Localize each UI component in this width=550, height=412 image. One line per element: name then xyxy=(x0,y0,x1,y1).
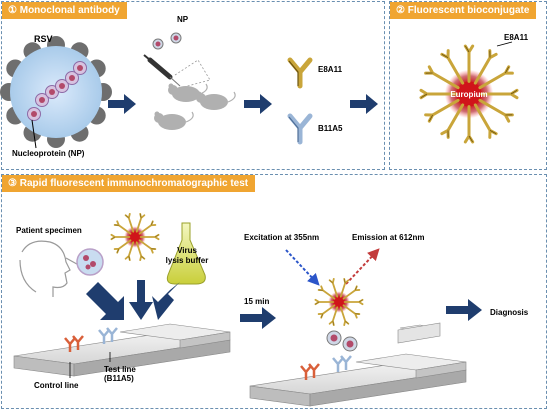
virus-lysis-buffer-flask xyxy=(166,222,206,285)
conjugate-antibody-label: E8A11 xyxy=(504,33,529,42)
np-particles xyxy=(152,32,182,50)
europium-label: Europium xyxy=(450,90,487,99)
patient-head-icon xyxy=(19,240,85,297)
panel-tag-fluorescent-bioconjugate: ② Fluorescent bioconjugate xyxy=(390,2,537,19)
syringe-icon xyxy=(143,54,211,89)
arrow-rsv-to-immunization xyxy=(108,94,136,114)
test-line-sublabel: (B11A5) xyxy=(104,374,134,383)
converging-arrows xyxy=(86,280,180,320)
europium-conjugate-small xyxy=(110,212,160,262)
patient-specimen-label: Patient specimen xyxy=(16,226,82,235)
bound-np-particles xyxy=(326,330,358,352)
arrow-to-diagnosis xyxy=(446,299,482,321)
test-line-antibody xyxy=(98,327,118,344)
arrow-15-min xyxy=(240,307,276,329)
antibody-b11a5-label: B11A5 xyxy=(318,124,343,133)
emission-label: Emission at 612nm xyxy=(352,233,424,242)
excitation-arrow xyxy=(285,249,320,286)
excitation-label: Excitation at 355nm xyxy=(244,233,319,242)
test-strip-before xyxy=(13,323,231,377)
arrow-mice-to-antibodies xyxy=(244,94,272,114)
panel-tag-rapid-test: ③ Rapid fluorescent immunochromatographi… xyxy=(2,175,256,192)
control-line-label: Control line xyxy=(34,381,79,390)
lysis-label-line2: lysis buffer xyxy=(166,256,209,265)
time-label: 15 min xyxy=(244,297,269,306)
lysis-label-line1: Virus xyxy=(177,246,197,255)
antibody-e8a11-icon xyxy=(287,57,313,89)
emission-arrow xyxy=(345,248,380,285)
test-strip-after xyxy=(249,322,467,407)
nucleoprotein-label: Nucleoprotein (NP) xyxy=(12,149,85,158)
panel-tag-monoclonal-antibody: ① Monoclonal antibody xyxy=(2,2,127,19)
np-label: NP xyxy=(177,15,189,24)
test-line-label: Test line xyxy=(104,365,136,374)
specimen-viruses xyxy=(76,248,104,276)
antibody-e8a11-label: E8A11 xyxy=(318,65,343,74)
mice-icon xyxy=(154,83,236,130)
arrow-antibody-to-conjugate xyxy=(350,94,378,114)
control-line-antibody xyxy=(64,335,84,352)
diagnosis-label: Diagnosis xyxy=(490,308,529,317)
europium-conjugate-bound xyxy=(314,277,364,327)
strip2-test-antibodies xyxy=(332,355,352,372)
rsv-label: RSV xyxy=(34,34,53,44)
antibody-b11a5-icon xyxy=(287,113,313,145)
rsv-virus xyxy=(0,36,112,148)
strip2-control-antibodies xyxy=(300,363,320,380)
europium-conjugate xyxy=(419,44,519,144)
